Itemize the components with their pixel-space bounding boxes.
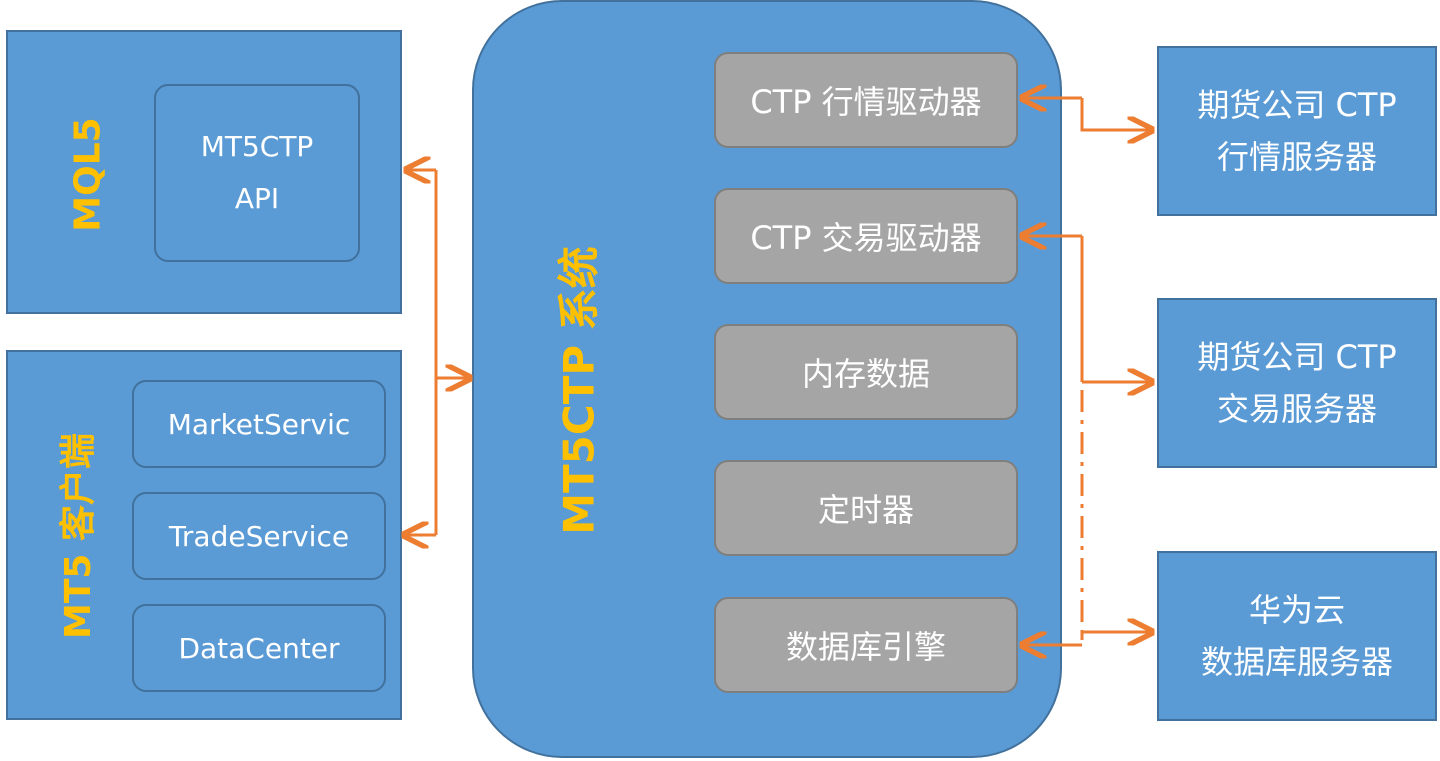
mt5ctp-api-line1: MT5CTP (200, 130, 314, 163)
market-service-box: MarketServic (132, 380, 386, 468)
db-server-connector (1080, 632, 1152, 640)
trade-server-line1: 期货公司 CTP (1197, 338, 1397, 376)
trade-service-box: TradeService (132, 492, 386, 580)
database-server-line2: 数据库服务器 (1200, 643, 1393, 681)
market-server-connector (1080, 98, 1152, 130)
database-server-box: 华为云 数据库服务器 (1157, 551, 1437, 721)
data-center-box: DataCenter (132, 604, 386, 692)
ctp-market-driver: CTP 行情驱动器 (714, 52, 1018, 148)
ctp-trade-driver: CTP 交易驱动器 (714, 188, 1018, 284)
mt5ctp-api-line2: API (234, 182, 280, 215)
mt5ctp-api-box: MT5CTP API (154, 84, 360, 262)
mt5-client-box: MT5 客户端 MarketServic TradeService DataCe… (6, 350, 402, 720)
trade-server-line2: 交易服务器 (1216, 390, 1377, 428)
timer: 定时器 (714, 460, 1018, 556)
market-server-line1: 期货公司 CTP (1197, 86, 1397, 124)
market-server-line2: 行情服务器 (1216, 138, 1377, 176)
database-engine: 数据库引擎 (714, 597, 1018, 693)
database-server-line1: 华为云 (1248, 591, 1345, 629)
memory-data: 内存数据 (714, 324, 1018, 420)
mql5-box: MQL5 MT5CTP API (6, 30, 402, 314)
market-server-box: 期货公司 CTP 行情服务器 (1157, 46, 1437, 216)
trade-server-box: 期货公司 CTP 交易服务器 (1157, 298, 1437, 468)
